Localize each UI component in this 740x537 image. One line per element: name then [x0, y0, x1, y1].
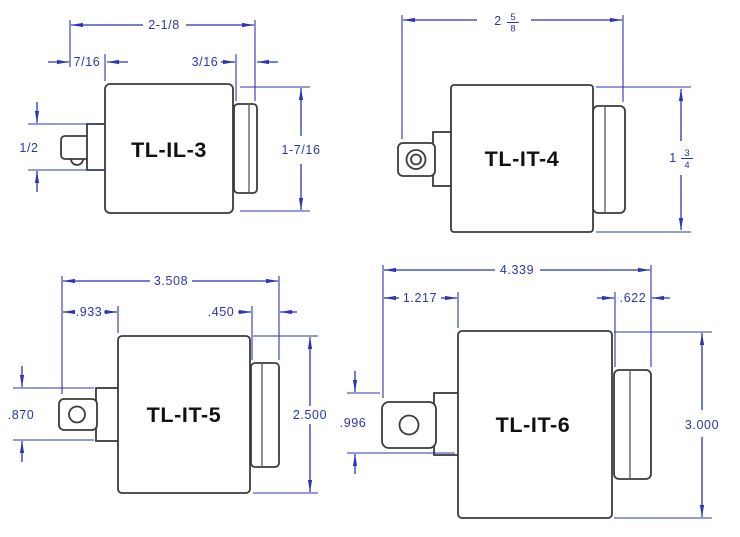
body-outline [117, 335, 251, 494]
drive-tang [60, 135, 91, 160]
tang-hole [398, 414, 420, 436]
tang-hole-inner [410, 153, 422, 166]
dim-collar-width: .450 [208, 305, 297, 319]
dimension-text-numerator: 5 [510, 12, 515, 23]
dim-total-width: 3.508 [63, 274, 278, 288]
dim-drive-height: .870 [8, 366, 35, 462]
output-collar [613, 369, 652, 480]
dim-body-height: 2.500 [293, 337, 327, 492]
drive-neck [86, 123, 108, 171]
dimension-text: 7/16 [74, 55, 101, 69]
output-collar [250, 362, 280, 468]
dimension-text: 1-7/16 [281, 143, 320, 157]
dimension-text: .450 [208, 305, 235, 319]
dimension-text: .870 [8, 408, 35, 422]
dimension-text-numerator: 3 [684, 148, 689, 159]
dim-drive-height: 1/2 [19, 102, 40, 192]
dim-total-width: 2-1/8 [71, 18, 254, 32]
dimension-text: 4.339 [500, 263, 534, 277]
dim-left-offset: 7/16 [48, 55, 128, 69]
drawing-tl-it-5: TL-IT-5 3.508 .933 .450 [8, 274, 327, 494]
dimension-text: .622 [620, 291, 647, 305]
dim-total-width: 4.339 [384, 263, 650, 277]
dimension-text: 1.217 [403, 291, 437, 305]
model-label: TL-IT-4 [485, 147, 560, 171]
dimension-text: 3.508 [154, 274, 188, 288]
dim-left-offset: .933 [63, 305, 117, 319]
dim-drive-height: .996 [340, 371, 367, 474]
dim-collar-width: .622 [597, 291, 670, 305]
output-collar [233, 103, 258, 194]
tang-hole [68, 405, 86, 424]
dimension-text: .933 [76, 305, 103, 319]
model-label: TL-IT-5 [147, 403, 222, 427]
dim-body-height: 1-7/16 [281, 88, 320, 210]
drawing-tl-il-3: TL-IL-3 2-1/8 7/16 3/16 [19, 18, 320, 214]
body-outline [450, 84, 594, 233]
output-collar [592, 105, 626, 214]
drawing-tl-it-6: TL-IT-6 4.339 1.217 .622 [340, 263, 719, 519]
drive-neck [433, 392, 461, 456]
model-label: TL-IL-3 [131, 138, 207, 162]
dimension-text-denominator: 4 [684, 160, 689, 171]
drawing-tl-it-4: TL-IT-4 2 5 8 1 3 4 [397, 12, 693, 233]
drive-neck [95, 387, 121, 442]
dimension-text: 2-1/8 [148, 18, 180, 32]
drive-neck [432, 131, 454, 187]
dim-body-height: 1 3 4 [669, 89, 693, 230]
dim-body-height: 3.000 [685, 333, 719, 517]
dim-collar-width: 3/16 [192, 55, 278, 69]
body-outline [104, 83, 234, 214]
dimension-text: 3.000 [685, 418, 719, 432]
dimension-text-whole: 2 [494, 14, 502, 28]
body-outline [457, 330, 613, 519]
model-label: TL-IT-6 [496, 413, 571, 437]
dimension-text: .996 [340, 416, 367, 430]
dimension-text-whole: 1 [669, 151, 677, 165]
dimension-text: 1/2 [19, 141, 38, 155]
dimension-text-denominator: 8 [510, 24, 515, 35]
dimension-text: 2.500 [293, 408, 327, 422]
dim-total-width: 2 5 8 [403, 12, 622, 35]
dim-left-offset: 1.217 [384, 291, 457, 305]
dimension-text: 3/16 [192, 55, 219, 69]
